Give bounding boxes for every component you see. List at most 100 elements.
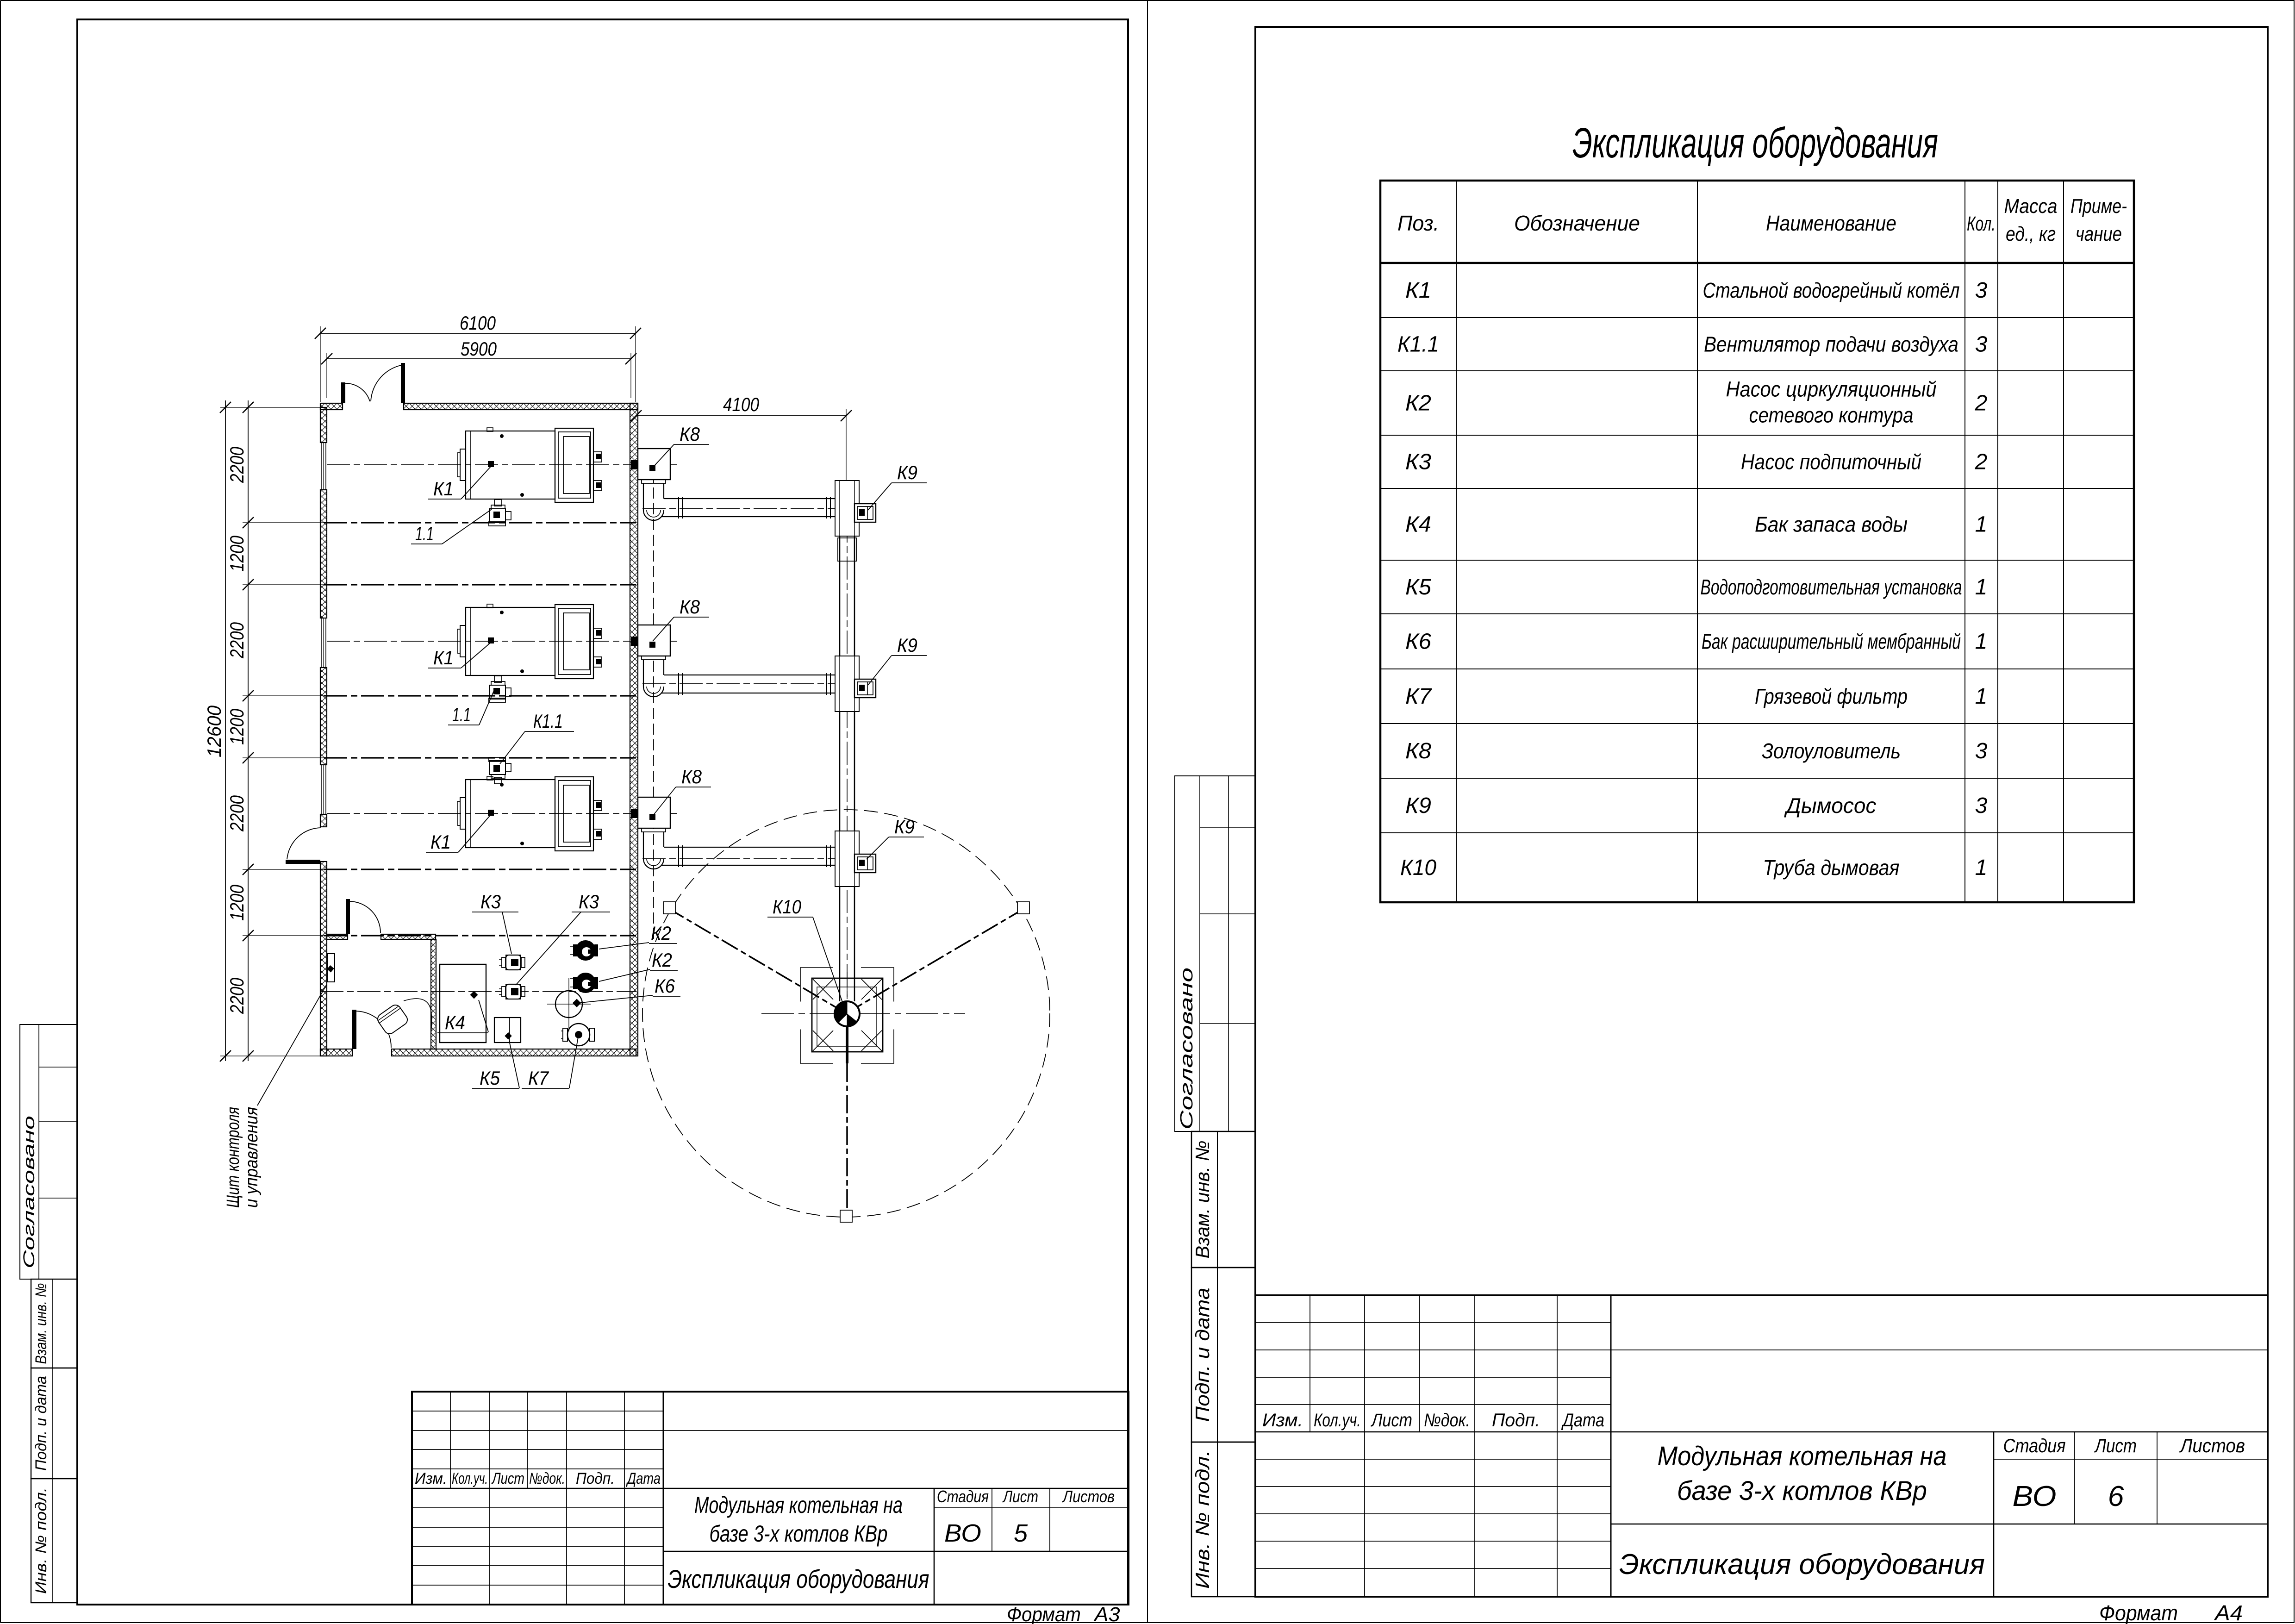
svg-text:Лист: Лист — [1370, 1410, 1412, 1430]
svg-text:К7: К7 — [528, 1067, 549, 1089]
svg-text:Дата: Дата — [1561, 1410, 1604, 1430]
svg-text:базе 3-х котлов КВр: базе 3-х котлов КВр — [710, 1521, 888, 1547]
svg-text:Модульная котельная на: Модульная котельная на — [694, 1492, 903, 1518]
svg-text:К1.1: К1.1 — [1397, 332, 1439, 357]
svg-text:Кол.уч.: Кол.уч. — [452, 1470, 488, 1487]
svg-text:К6: К6 — [655, 975, 675, 997]
svg-text:К5: К5 — [480, 1067, 500, 1089]
svg-text:3: 3 — [1975, 332, 1988, 357]
svg-text:1200: 1200 — [226, 535, 248, 572]
svg-text:К2: К2 — [1405, 391, 1431, 416]
svg-text:Бак запаса воды: Бак запаса воды — [1755, 512, 1908, 537]
svg-text:12600: 12600 — [203, 705, 225, 757]
svg-text:Изм.: Изм. — [1262, 1410, 1303, 1430]
svg-text:Обозначение: Обозначение — [1514, 211, 1640, 235]
svg-text:Приме-: Приме- — [2070, 195, 2127, 218]
svg-text:№док.: №док. — [529, 1470, 565, 1487]
svg-text:Водоподготовительная установка: Водоподготовительная установка — [1701, 575, 1962, 599]
svg-text:К1: К1 — [1405, 278, 1431, 303]
svg-text:Насос циркуляционный: Насос циркуляционный — [1726, 377, 1937, 401]
svg-text:Стадия: Стадия — [2003, 1435, 2066, 1456]
svg-text:1: 1 — [1975, 856, 1988, 880]
svg-text:Щит контроля: Щит контроля — [224, 1107, 243, 1208]
svg-text:К9: К9 — [897, 634, 917, 656]
svg-text:Инв. № подл.: Инв. № подл. — [32, 1487, 50, 1594]
svg-text:А4: А4 — [2214, 1601, 2243, 1624]
svg-text:Согласовано: Согласовано — [20, 1116, 38, 1268]
svg-text:Грязевой фильтр: Грязевой фильтр — [1755, 684, 1908, 708]
svg-text:2200: 2200 — [226, 795, 248, 831]
svg-text:5900: 5900 — [461, 338, 497, 360]
svg-text:1.1: 1.1 — [415, 523, 434, 544]
svg-text:К8: К8 — [1405, 739, 1431, 763]
svg-text:и управления: и управления — [242, 1107, 262, 1208]
svg-text:К2: К2 — [651, 922, 671, 944]
svg-text:К5: К5 — [1405, 575, 1431, 600]
svg-text:Наименование: Наименование — [1766, 211, 1896, 235]
svg-text:К9: К9 — [1405, 793, 1431, 818]
svg-text:Листов: Листов — [2179, 1435, 2245, 1456]
svg-text:ед., кг: ед., кг — [2006, 223, 2056, 245]
svg-text:Лист: Лист — [491, 1470, 524, 1487]
svg-text:2200: 2200 — [226, 622, 248, 658]
svg-text:Насос подпиточный: Насос подпиточный — [1741, 450, 1921, 474]
svg-text:К4: К4 — [445, 1012, 465, 1033]
svg-text:К1: К1 — [430, 831, 451, 853]
svg-text:ВО: ВО — [2013, 1480, 2057, 1512]
svg-text:К8: К8 — [680, 596, 700, 618]
svg-text:Кол.: Кол. — [1967, 212, 1996, 235]
svg-text:1: 1 — [1975, 512, 1988, 537]
svg-text:Экспликация оборудования: Экспликация оборудования — [1572, 119, 1938, 167]
svg-text:Стальной водогрейный котёл: Стальной водогрейный котёл — [1703, 278, 1960, 302]
svg-text:К1.1: К1.1 — [533, 710, 563, 732]
svg-text:3: 3 — [1975, 793, 1988, 818]
svg-text:2: 2 — [1975, 450, 1988, 475]
svg-text:1: 1 — [1975, 684, 1988, 709]
svg-text:К8: К8 — [681, 766, 702, 787]
svg-text:К9: К9 — [894, 816, 915, 837]
svg-text:Экспликация оборудования: Экспликация оборудования — [668, 1564, 929, 1593]
svg-text:К3: К3 — [480, 891, 501, 912]
svg-text:Лист: Лист — [1002, 1487, 1038, 1506]
svg-text:Золоуловитель: Золоуловитель — [1762, 739, 1901, 763]
svg-text:Дата: Дата — [626, 1470, 661, 1487]
svg-text:3: 3 — [1975, 278, 1988, 303]
svg-text:Лист: Лист — [2094, 1435, 2137, 1456]
svg-text:К3: К3 — [579, 891, 599, 912]
svg-text:6100: 6100 — [460, 312, 496, 334]
svg-text:1200: 1200 — [226, 708, 248, 745]
svg-text:сетевого контура: сетевого контура — [1749, 403, 1914, 427]
svg-text:Кол.уч.: Кол.уч. — [1314, 1410, 1361, 1430]
svg-text:Подп.: Подп. — [576, 1470, 615, 1487]
svg-text:1: 1 — [1975, 575, 1988, 600]
svg-text:К10: К10 — [773, 896, 802, 918]
svg-text:1200: 1200 — [226, 884, 248, 921]
svg-text:Экспликация оборудования: Экспликация оборудования — [1619, 1549, 1985, 1580]
svg-text:2: 2 — [1975, 391, 1988, 416]
svg-text:4100: 4100 — [723, 394, 760, 415]
svg-text:№док.: №док. — [1424, 1410, 1470, 1430]
svg-text:Масса: Масса — [2004, 195, 2058, 218]
svg-text:1: 1 — [1975, 630, 1988, 654]
svg-text:К1: К1 — [433, 478, 454, 500]
svg-text:Взам. инв. №: Взам. инв. № — [32, 1283, 50, 1364]
svg-text:2200: 2200 — [226, 977, 248, 1014]
svg-text:Подп. и дата: Подп. и дата — [1191, 1288, 1213, 1422]
svg-text:Модульная котельная на: Модульная котельная на — [1658, 1441, 1947, 1471]
svg-text:Формат: Формат — [1007, 1603, 1081, 1624]
svg-text:А3: А3 — [1093, 1603, 1120, 1624]
svg-text:Взам. инв. №: Взам. инв. № — [1191, 1141, 1213, 1259]
svg-text:1.1: 1.1 — [452, 704, 471, 725]
svg-text:К3: К3 — [1405, 450, 1431, 475]
svg-text:Стадия: Стадия — [937, 1487, 989, 1506]
svg-text:К6: К6 — [1405, 630, 1431, 654]
svg-text:К10: К10 — [1400, 856, 1436, 880]
svg-text:2200: 2200 — [226, 446, 248, 483]
svg-text:Дымосос: Дымосос — [1784, 793, 1876, 818]
svg-text:базе 3-х котлов КВр: базе 3-х котлов КВр — [1677, 1476, 1927, 1506]
svg-text:Листов: Листов — [1062, 1487, 1115, 1506]
svg-text:К8: К8 — [680, 423, 700, 445]
svg-text:Поз.: Поз. — [1397, 211, 1439, 235]
svg-text:Изм.: Изм. — [415, 1470, 447, 1487]
svg-text:К2: К2 — [652, 949, 672, 971]
